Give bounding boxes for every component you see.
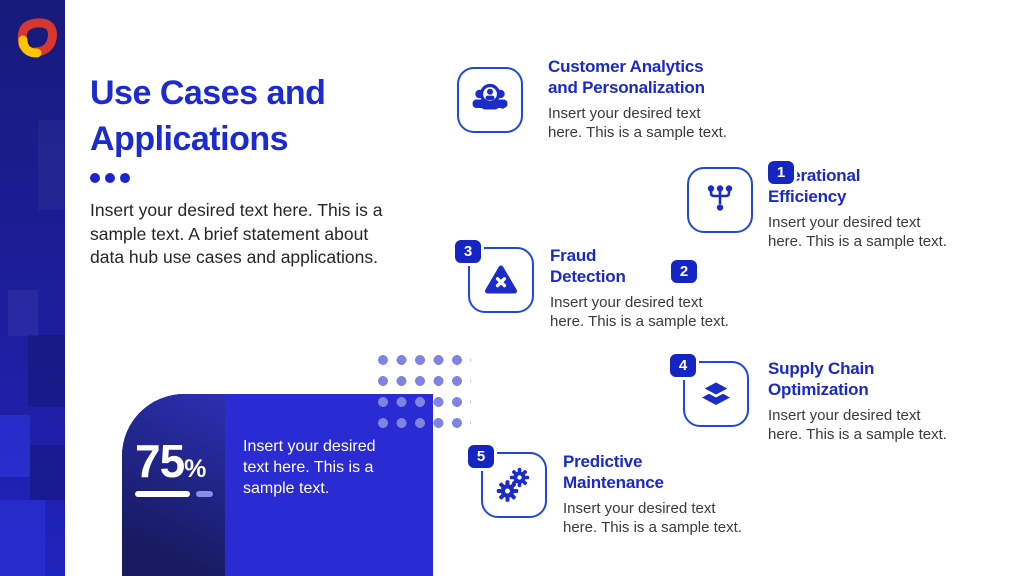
use-case-item-3: 3 Fraud Detection Insert your desired te… [452,237,798,357]
use-case-number-badge: 1 [765,158,797,187]
use-case-number-badge: 3 [452,237,484,266]
use-case-number-badge: 5 [465,442,497,471]
use-case-title: Supply Chain Optimization [768,359,875,399]
use-case-item-4: 4 Supply Chain Optimization Insert your … [667,351,1013,471]
use-case-item-5: 5 Predictive Maintenance Insert your des… [465,442,811,562]
sidebar-texture-block [0,500,45,576]
page-title: Use Cases and Applications [90,74,326,158]
layers-icon [699,379,733,405]
sidebar-texture-block [8,290,38,336]
use-case-title: Customer Analytics and Personalization [548,57,705,97]
gears-icon [496,467,530,502]
brand-logo-icon [17,18,57,58]
use-case-description: Insert your desired text here. This is a… [563,500,742,536]
use-case-description: Insert your desired text here. This is a… [550,294,729,330]
use-case-item-1: 1 Customer Analytics and Personalization… [457,57,797,187]
stat-underline-dash [196,491,213,497]
dots-grid-decoration [378,355,471,429]
use-case-number-badge: 4 [667,351,699,380]
use-case-icon-box [687,167,753,233]
use-case-icon-box [457,67,523,133]
use-case-icon-box [481,452,547,518]
use-case-title: Predictive Maintenance [563,452,664,492]
customer-analytics-icon [472,83,508,110]
stat-underline [135,491,190,497]
use-case-description: Insert your desired text here. This is a… [768,407,947,443]
sidebar-texture-block [0,415,30,477]
sidebar-texture-block [38,120,65,210]
sidebar-texture-block [30,445,65,500]
use-case-description: Insert your desired text here. This is a… [548,105,727,141]
stat-card-dark-panel [122,394,225,576]
use-case-title: Fraud Detection [550,246,626,286]
stat-value: 75% [135,435,207,487]
warning-triangle-icon [485,265,517,294]
sidebar-strip [0,0,65,576]
use-case-number-badge: 2 [668,257,700,286]
use-case-description: Insert your desired text here. This is a… [768,214,947,250]
org-hierarchy-icon [707,185,733,211]
intro-text: Insert your desired text here. This is a… [90,200,383,267]
title-dots-decoration [90,173,130,183]
sidebar-texture-block [28,335,65,407]
use-case-title: Operational Efficiency [768,166,861,206]
use-case-item-2: 2 Operational Efficiency Insert your des… [668,166,1017,286]
stat-card-text: Insert your desired text here. This is a… [243,438,376,497]
use-case-icon-box [683,361,749,427]
